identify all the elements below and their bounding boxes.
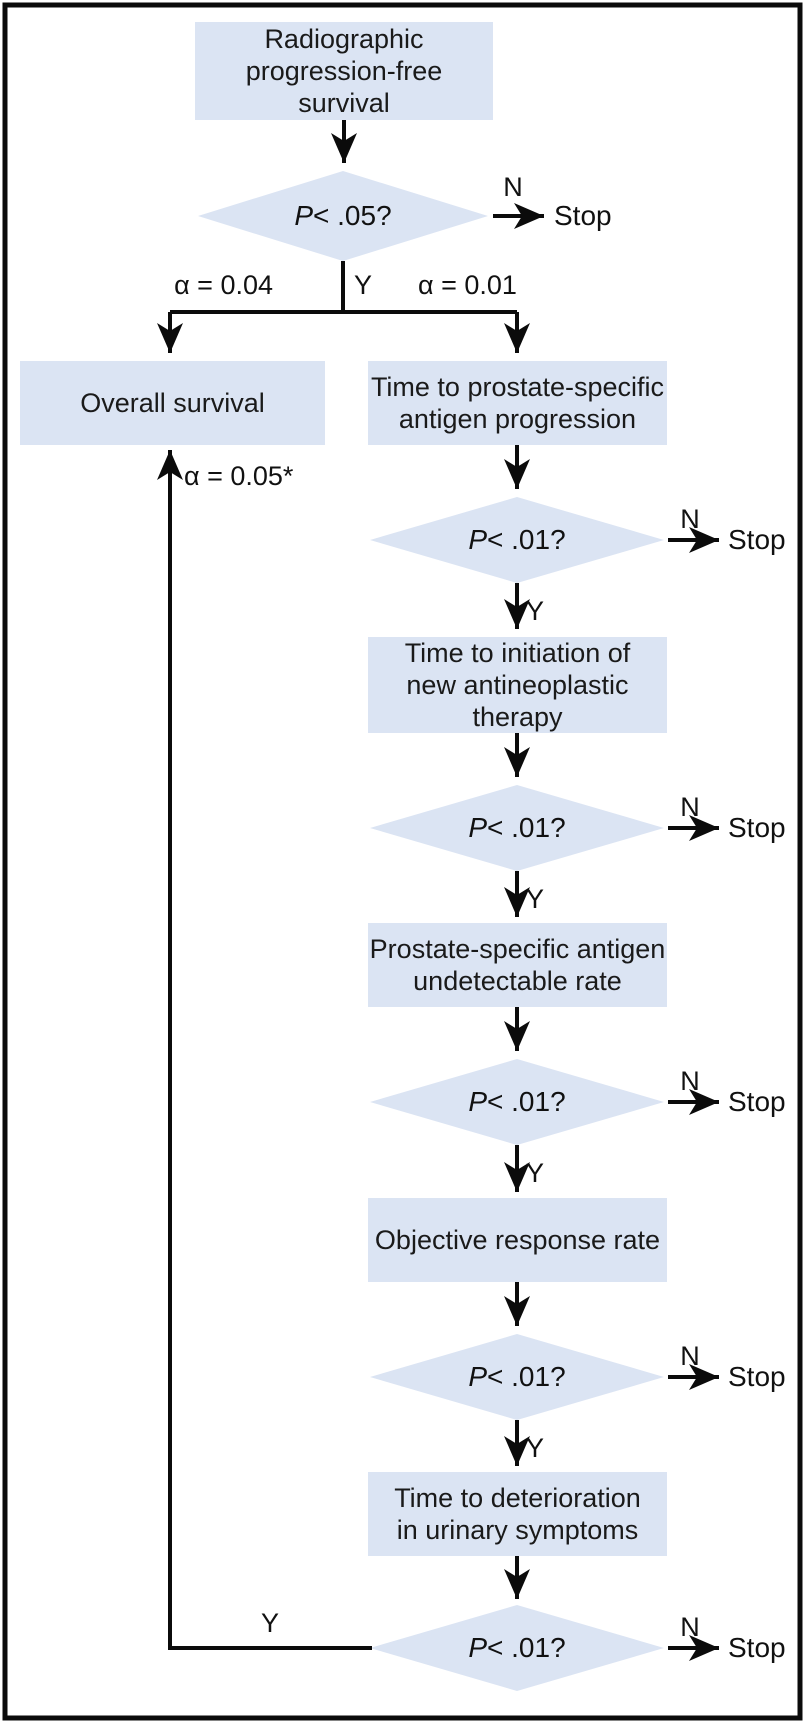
stop-label-4: Stop [728,1086,786,1117]
stop-label-2: Stop [728,524,786,555]
diamond-p05 [198,171,488,261]
box-time-to-psa-progression: Time to prostate-specific antigen progre… [368,361,667,445]
p-value-threshold: < .01? [487,812,566,843]
p-value-symbol: P [468,1632,488,1663]
diamond-p01-2 [370,785,664,871]
p-value-symbol: P [468,1086,488,1117]
p-value-threshold: < .05? [313,200,392,231]
p-value-symbol: P [468,524,488,555]
stop-label-3: Stop [728,812,786,843]
p-value-symbol: P [468,1361,488,1392]
stop-label-6: Stop [728,1632,786,1663]
yes-label-4: Y [526,1158,545,1188]
decision-text-p01-1: P < .01? [370,497,664,583]
decision-text-p05: P < .05? [198,171,488,261]
box-time-to-new-therapy: Time to initiation of new antineoplastic… [368,637,667,733]
p-value-threshold: < .01? [487,1632,566,1663]
stop-label-1: Stop [554,200,612,231]
no-label-3: N [680,792,700,822]
alpha-005-label: α = 0.05* [184,461,294,491]
yes-label-6: Y [260,1608,279,1638]
no-label-1: N [503,172,523,202]
p-value-threshold: < .01? [487,524,566,555]
alpha-004-label: α = 0.04 [174,270,273,300]
box-psa-undetectable-rate: Prostate-specific antigen undetectable r… [368,923,667,1007]
no-label-4: N [680,1066,700,1096]
yes-label-5: Y [526,1433,545,1463]
decision-text-p01-5: P < .01? [370,1605,664,1691]
no-label-6: N [680,1612,700,1642]
decision-text-p01-2: P < .01? [370,785,664,871]
p-value-threshold: < .01? [487,1086,566,1117]
stop-label-5: Stop [728,1361,786,1392]
no-label-2: N [680,504,700,534]
diamond-p01-4 [370,1334,664,1420]
p-value-symbol: P [294,200,314,231]
p-value-symbol: P [468,812,488,843]
alpha-001-label: α = 0.01 [418,270,517,300]
box-time-to-urinary-deterioration: Time to deterioration in urinary symptom… [368,1472,667,1556]
decision-text-p01-4: P < .01? [370,1334,664,1420]
p-value-threshold: < .01? [487,1361,566,1392]
yes-label-1: Y [354,270,373,300]
decision-text-p01-3: P < .01? [370,1059,664,1145]
arrow-d6-yes-return-to-os [157,450,372,1650]
yes-label-2: Y [526,596,545,626]
yes-label-3: Y [526,884,545,914]
no-label-5: N [680,1341,700,1371]
box-radiographic-pfs: Radiographic progression-free survival [195,22,493,120]
diamond-p01-3 [370,1059,664,1145]
diamond-p01-5 [370,1605,664,1691]
diamond-p01-1 [370,497,664,583]
box-objective-response-rate: Objective response rate [368,1198,667,1282]
box-overall-survival: Overall survival [20,361,325,445]
